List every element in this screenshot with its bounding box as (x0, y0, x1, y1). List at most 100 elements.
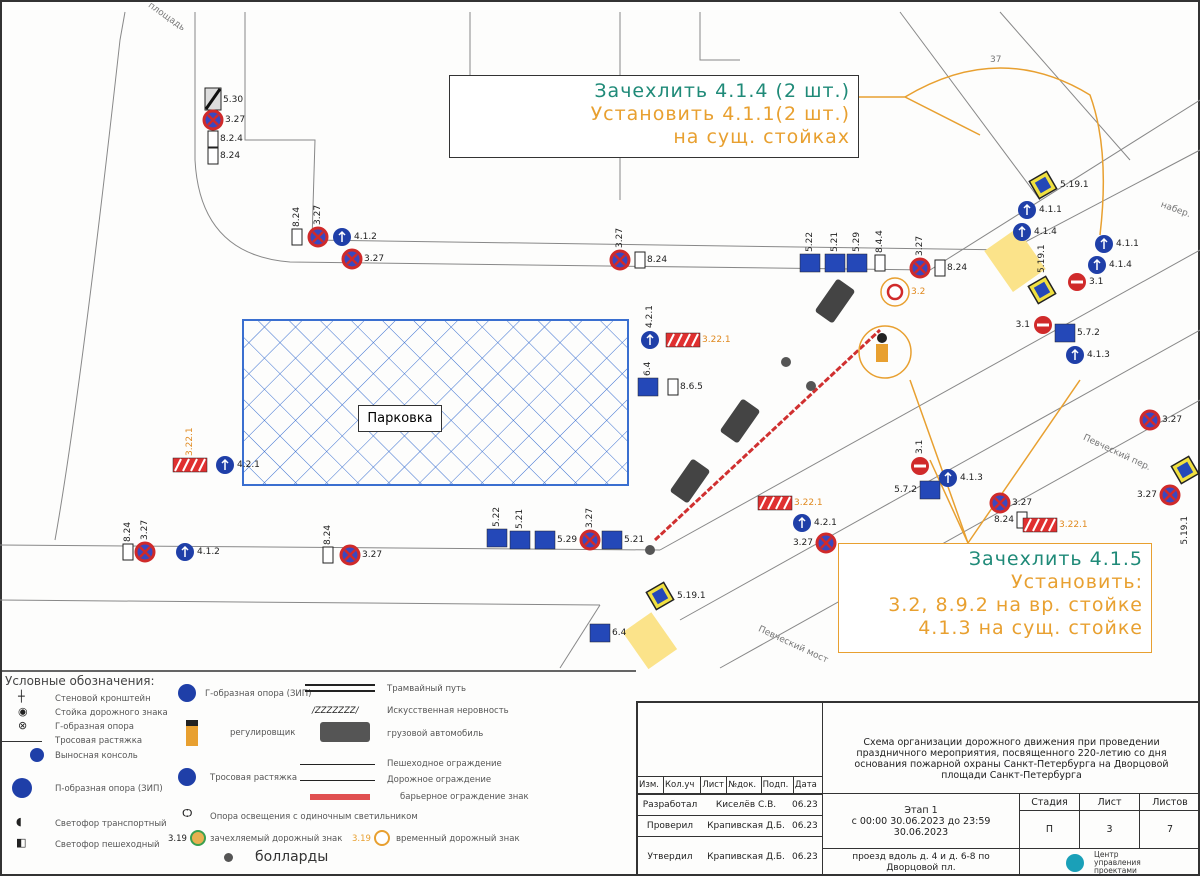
sign-4-1-4-mandatory (1088, 256, 1106, 274)
sign-code-label: 8.4.4 (875, 230, 885, 253)
callout-cover-4-1-4: Зачехлить 4.1.4 (2 шт.) Установить 4.1.1… (449, 75, 859, 158)
sign-3-27-no-stopping (579, 529, 601, 551)
header-cell: Дата (792, 776, 824, 794)
callout-line: Зачехлить 4.1.5 (968, 548, 1143, 570)
callout-line: Зачехлить 4.1.4 (2 шт.) (594, 80, 850, 102)
sign-layer (122, 87, 1200, 643)
header-cell: Кол.уч (662, 776, 702, 794)
callout-line: на сущ. стойках (673, 126, 850, 148)
stage-value: П (1019, 810, 1080, 849)
sign-code-label: 3.27 (1162, 415, 1182, 425)
sign-8-24-plate (634, 251, 646, 269)
name: Киселёв С.В. (715, 800, 777, 810)
trucks (670, 279, 855, 503)
sign-code-label: 4.1.2 (354, 232, 377, 242)
sign-code-label: 3.1 (1089, 277, 1103, 287)
sign-code-label: 3.27 (793, 538, 813, 548)
sheets-value: 7 (1139, 810, 1200, 849)
sign-5-19-1-crossing (1028, 170, 1058, 200)
sign-code-label: 4.1.1 (1039, 205, 1062, 215)
sheets-label: Листов (1139, 793, 1200, 811)
sign-8-24-plate (322, 546, 334, 564)
sign-code-label: 5.7.2 (894, 485, 917, 495)
sign-code-label: 6.4 (643, 361, 653, 376)
sign-5-19-1-crossing (1027, 275, 1057, 305)
header-cell: №док. (726, 776, 762, 794)
sign-code-label: 5.19.1 (1037, 244, 1047, 273)
sign-code-label: 3.27 (140, 520, 150, 540)
sign-code-label: 8.24 (647, 255, 667, 265)
sign-code-label: 3.2 (911, 287, 925, 297)
sign-3-22-1-barrier (172, 457, 208, 473)
sign-code-label: 3.27 (585, 508, 595, 528)
sign-5-7-2-info-blue (919, 480, 941, 500)
sign-3-27-no-stopping (815, 532, 837, 554)
sign-5-19-1-crossing (1170, 455, 1200, 485)
sign-code-label: 5.22 (805, 232, 815, 252)
parking-area (242, 319, 629, 486)
sign-6-4-info-blue (637, 377, 659, 397)
sign-3-1-no-entry (1034, 316, 1052, 334)
callout-line: Установить 4.1.1(2 шт.) (590, 103, 850, 125)
callout-arrows (858, 67, 1105, 544)
callout-line: Установить: (1011, 571, 1143, 593)
sign-3-1-no-entry (1068, 273, 1086, 291)
sign-code-label: 3.1 (1016, 320, 1030, 330)
drawing-title: Схема организации дорожного движения при… (822, 702, 1200, 794)
sign-code-label: 4.1.3 (1087, 350, 1110, 360)
header-cell: Изм. (637, 776, 664, 794)
sign-3-27-no-stopping (134, 541, 156, 563)
sign-code-label: 4.1.4 (1034, 227, 1057, 237)
zebra-crossings (622, 228, 1046, 670)
sign-4-1-2-mandatory (333, 228, 351, 246)
sign-code-label: 8.24 (947, 263, 967, 273)
sheet-value: 3 (1079, 810, 1140, 849)
sign-3-27-no-stopping (989, 492, 1011, 514)
sign-8-4-4-plate (874, 254, 886, 272)
sign-8-24-plate (291, 228, 303, 246)
sign-code-label: 4.1.2 (197, 547, 220, 557)
truck-icon (720, 399, 760, 443)
sign-code-label: 3.27 (362, 550, 382, 560)
sign-code-label: 5.21 (830, 232, 840, 252)
sign-8-6-5-plate (667, 378, 679, 396)
sign-code-label: 5.22 (492, 507, 502, 527)
sign-label-layer: 5.303.278.2.48.243.274.1.28.243.273.278.… (123, 95, 1190, 638)
sign-3-27-no-stopping (341, 248, 363, 270)
location: проезд вдоль д. 4 и д. 6-8 по Дворцовой … (822, 848, 1020, 876)
sign-5-7-2-info-blue (1054, 323, 1076, 343)
sign-4-1-3-mandatory (1066, 346, 1084, 364)
sign-5-29-info-blue (846, 253, 868, 273)
road-lines (0, 11, 1200, 669)
parking-label: Парковка (358, 405, 442, 432)
sign-4-2-1-mandatory (641, 331, 659, 349)
sign-code-label: 5.21 (624, 535, 644, 545)
sign-3-27-no-stopping (909, 257, 931, 279)
bollard (781, 357, 791, 367)
header-cell: Подп. (760, 776, 794, 794)
sign-4-1-4-mandatory (1013, 223, 1031, 241)
traffic-controller-icon (876, 344, 888, 362)
sign-code-label: 5.19.1 (1180, 516, 1190, 545)
sign-4-1-1-mandatory (1095, 235, 1113, 253)
sign-code-label: 5.7.2 (1077, 328, 1100, 338)
truck-icon (815, 279, 855, 323)
bollard (806, 381, 816, 391)
sign-code-label: 5.19.1 (677, 591, 706, 601)
sign-code-label: 5.21 (515, 509, 525, 529)
company-name: Центр управления проектами (1094, 849, 1141, 875)
sign-3-27-no-stopping (1159, 484, 1181, 506)
date: 06.23 (792, 851, 818, 862)
revision-blank (637, 702, 823, 777)
sign-5-22-info-blue (799, 253, 821, 273)
sign-code-label: 3.27 (915, 236, 925, 256)
callout-cover-4-1-5: Зачехлить 4.1.5 Установить: 3.2, 8.9.2 н… (838, 543, 1152, 653)
sign-3-27-no-stopping (202, 109, 224, 131)
name: Крапивская Д.Б. (707, 821, 785, 831)
role: Проверил (646, 821, 694, 831)
sign-code-label: 3.22.1 (185, 427, 195, 456)
sign-3-1-no-entry (911, 457, 929, 475)
